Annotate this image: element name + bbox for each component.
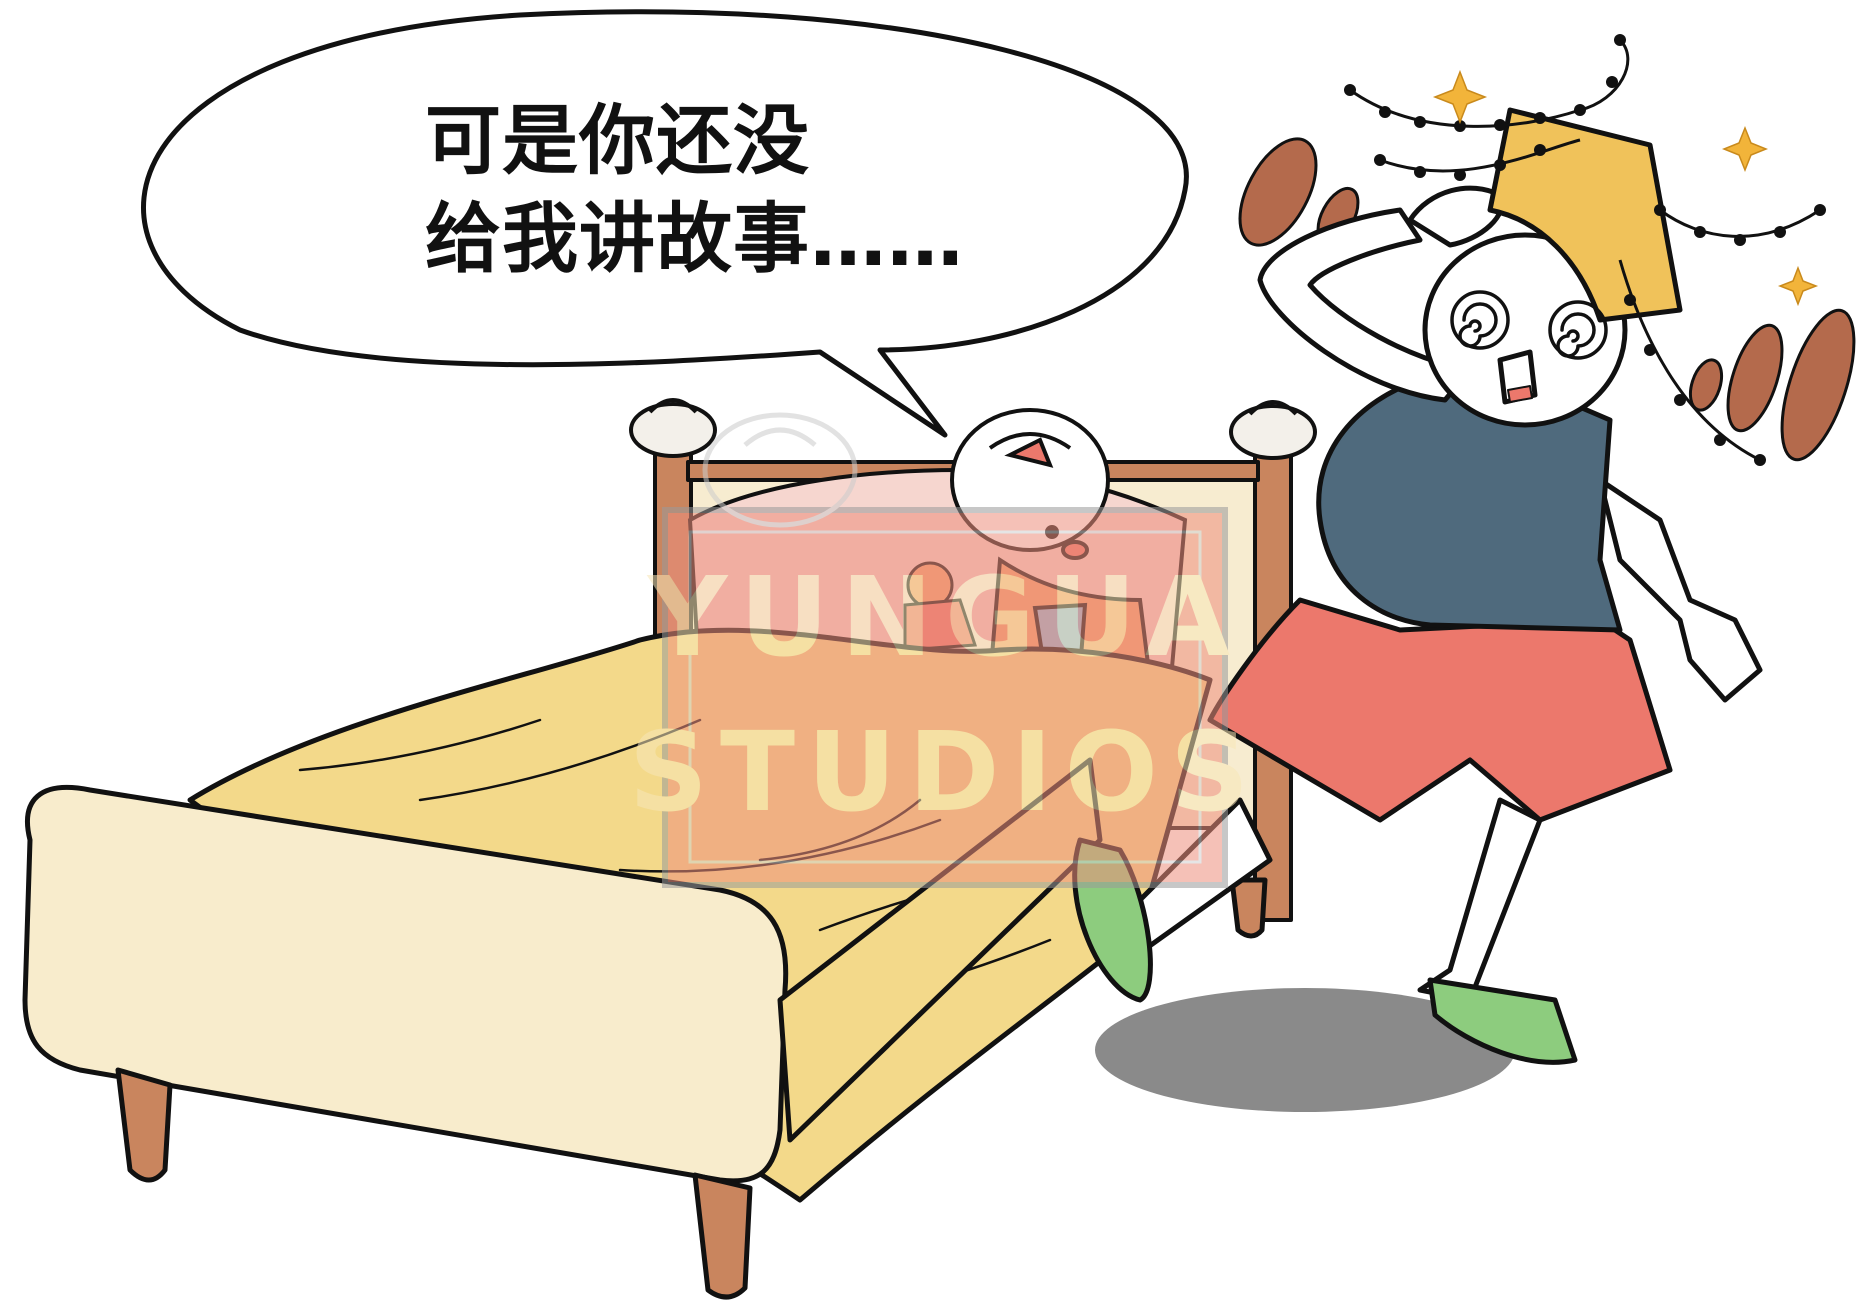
dizzy-bead-strands (1349, 38, 1821, 462)
sparkle-star (1432, 69, 1819, 307)
dizzy-spiral-eyes (1450, 290, 1608, 360)
watermark-text-2: STUDIOS (629, 708, 1262, 836)
speech-line-1: 可是你还没 (425, 96, 810, 185)
motion-marks (1238, 137, 1856, 462)
watermark-text-1: YUNGUA (646, 553, 1242, 681)
speech-bubble (141, 9, 1189, 438)
dizzy-beads (1344, 34, 1826, 466)
floor-shadow (1095, 988, 1515, 1112)
watermark-bun-logo (702, 412, 858, 528)
speech-line-2: 给我讲故事…… (425, 194, 964, 283)
bedpost-bun-finial (629, 398, 1317, 460)
speech-text: 可是你还没 给我讲故事…… (425, 92, 985, 288)
watermark: YUNGUA STUDIOS (629, 412, 1262, 888)
